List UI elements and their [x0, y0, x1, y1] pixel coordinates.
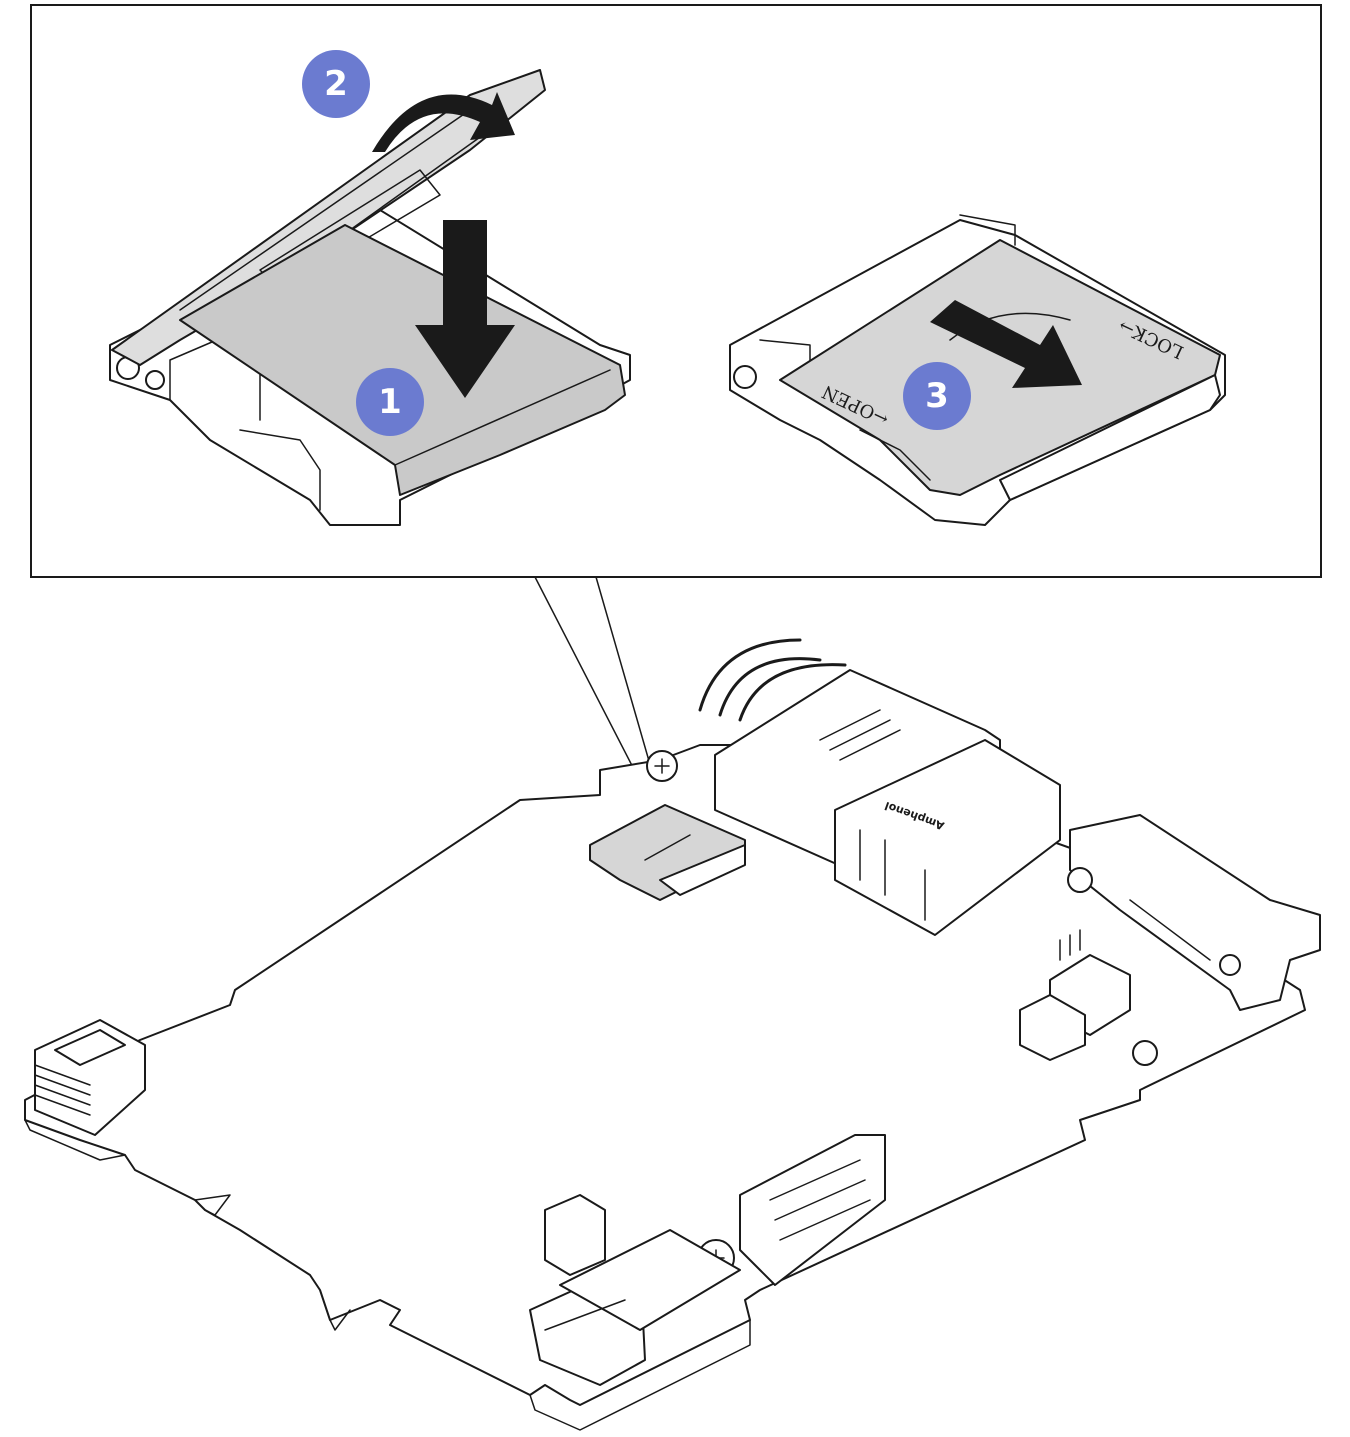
right-arrow-icon	[930, 300, 1082, 388]
callout-step-3: 3	[903, 362, 971, 430]
down-arrow-icon	[415, 220, 515, 398]
svg-text:2: 2	[324, 64, 348, 104]
callout-step-2: 2	[302, 50, 370, 118]
svg-text:1: 1	[378, 382, 402, 422]
sim-tray-open	[109, 69, 631, 526]
rotate-arrow-icon	[372, 92, 515, 152]
sim-tray-closed: LOCK→ ←OPEN	[729, 214, 1226, 526]
callout-step-1: 1	[356, 368, 424, 436]
memory-card	[179, 224, 626, 496]
svg-text:3: 3	[925, 376, 949, 416]
system-board: Amphenol	[24, 638, 1321, 1431]
